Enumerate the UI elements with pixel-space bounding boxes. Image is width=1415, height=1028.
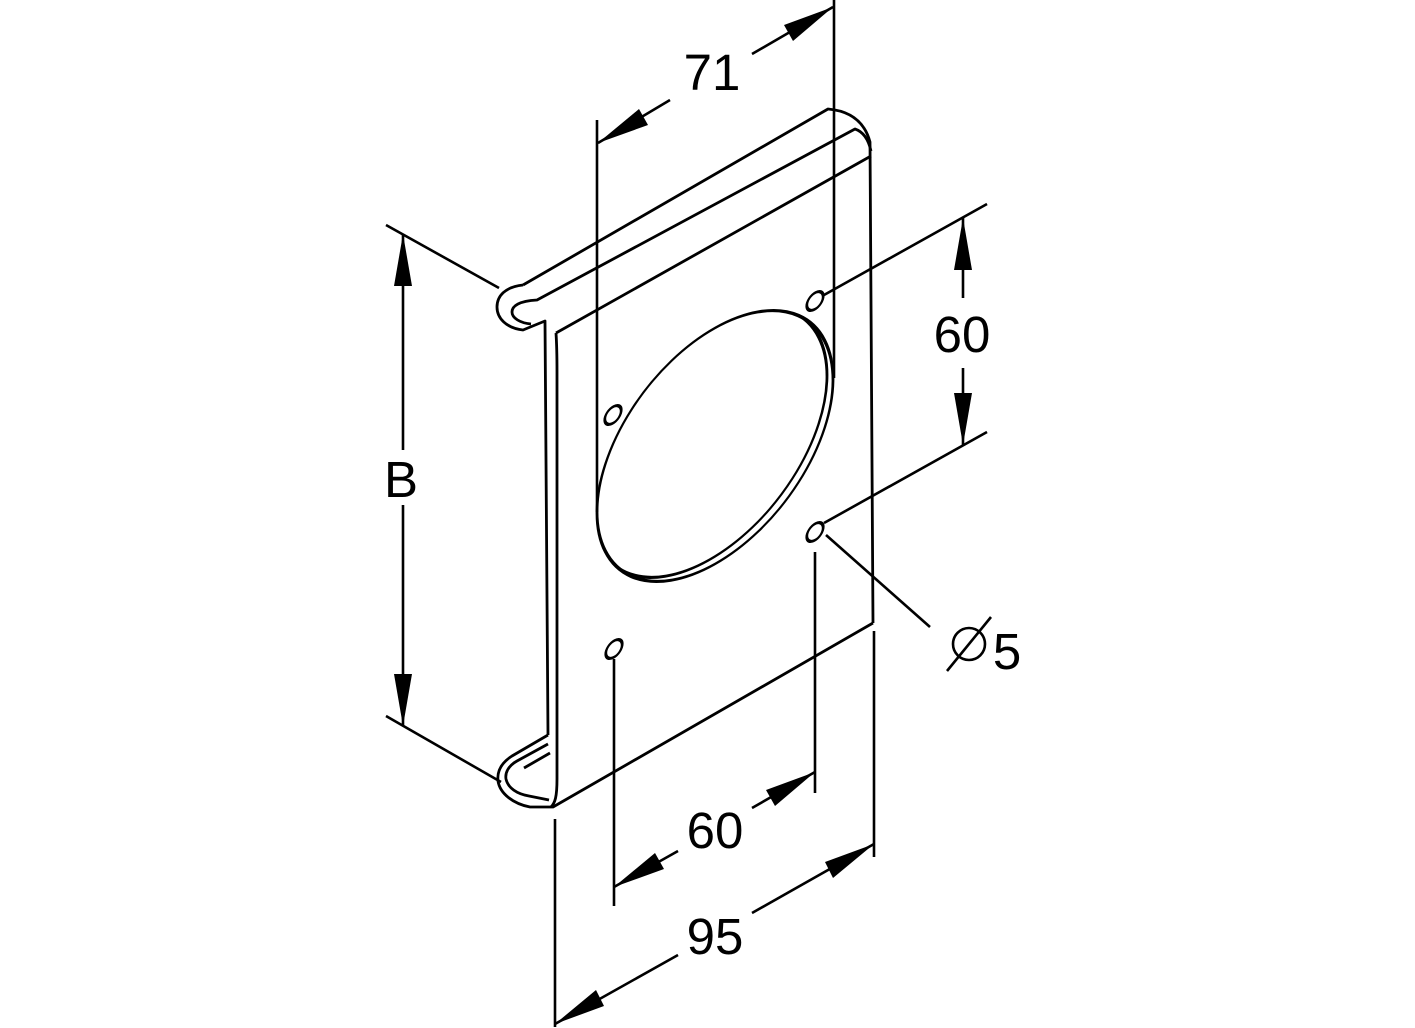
dimension-label-height: B bbox=[384, 451, 418, 508]
plate-outline bbox=[495, 107, 875, 809]
large-cutout-front-edge bbox=[595, 308, 835, 584]
dimension-label-hole-diameter: 5 bbox=[993, 623, 1021, 680]
dimension-label-bottom-hole-spacing: 60 bbox=[687, 802, 744, 859]
plate-top-crest-and-right-edge bbox=[522, 107, 875, 624]
arrowhead bbox=[394, 234, 412, 286]
arrowhead bbox=[555, 990, 604, 1024]
extension-line bbox=[823, 430, 988, 525]
arrowhead bbox=[394, 674, 412, 726]
leader-line bbox=[825, 534, 931, 628]
diameter-symbol-slash bbox=[945, 616, 993, 672]
dimension-height: B bbox=[384, 223, 502, 784]
arrowhead bbox=[766, 772, 815, 806]
dimension-label-right-hole-spacing: 60 bbox=[934, 306, 991, 363]
plate-bottom-edge-and-hem bbox=[496, 621, 874, 809]
dimension-top-width: 71 bbox=[595, 0, 836, 512]
plate-top-hem-inner bbox=[510, 127, 873, 326]
extension-line bbox=[385, 223, 500, 290]
mounting-hole-top-right bbox=[805, 289, 825, 313]
diameter-symbol bbox=[945, 616, 993, 672]
large-cutout bbox=[595, 304, 835, 584]
arrowhead bbox=[954, 393, 972, 445]
arrowhead bbox=[954, 218, 972, 270]
diameter-symbol-circle bbox=[951, 626, 987, 662]
arrowhead bbox=[784, 7, 833, 41]
extension-line bbox=[385, 714, 502, 784]
plate-bottom-hem-lip bbox=[523, 751, 551, 770]
mounting-hole-mid-right bbox=[805, 520, 825, 544]
plate-left-outer-edge bbox=[495, 283, 550, 736]
mounting-holes bbox=[603, 289, 825, 661]
dimension-bottom-hole-spacing: 60 bbox=[612, 552, 817, 906]
dimension-bottom-width: 95 bbox=[553, 631, 876, 1027]
plate-bottom-hem-inner bbox=[504, 742, 550, 802]
mounting-hole-mid-left bbox=[603, 403, 623, 427]
dimension-label-top-width: 71 bbox=[684, 44, 741, 101]
arrowhead bbox=[614, 853, 664, 887]
hole-diameter-callout: 5 bbox=[825, 534, 1021, 680]
plate-face-left-edge bbox=[549, 332, 559, 808]
plate-face-top-edge bbox=[555, 154, 872, 335]
dimension-label-bottom-width: 95 bbox=[687, 908, 744, 965]
arrowhead bbox=[825, 844, 874, 878]
mounting-hole-bottom-left bbox=[604, 637, 624, 661]
arrowhead bbox=[598, 109, 648, 143]
extension-line bbox=[823, 202, 988, 297]
dimension-right-hole-spacing: 60 bbox=[823, 202, 991, 525]
